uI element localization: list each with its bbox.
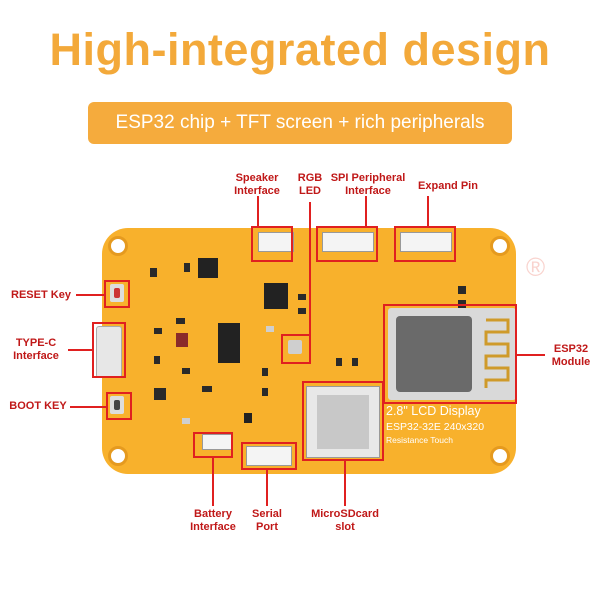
lcd-touch-text: Resistance Touch (386, 435, 453, 445)
transistor (244, 413, 252, 423)
rgb-highlight (281, 334, 311, 364)
capacitor (176, 333, 188, 347)
spi-highlight (316, 226, 378, 262)
resistor (182, 368, 190, 374)
resistor (336, 358, 342, 366)
resistor (262, 388, 268, 396)
resistor (154, 388, 166, 400)
expand-connector (400, 232, 452, 252)
mount-hole (108, 446, 128, 466)
boot-button[interactable] (110, 396, 124, 414)
resistor (298, 294, 306, 300)
mount-hole (490, 236, 510, 256)
ic-chip (264, 283, 288, 309)
rgb-label: RGB LED (297, 172, 323, 197)
rgb-led (288, 340, 302, 354)
boot-label: BOOT KEY (9, 400, 67, 412)
microsd-slot (306, 386, 380, 458)
expand-highlight (394, 226, 456, 262)
pad (182, 418, 190, 424)
esp32-label: ESP32 Module (551, 343, 591, 368)
rgb-pointer (309, 202, 311, 334)
serial-highlight (241, 442, 297, 470)
subtitle-banner: ESP32 chip + TFT screen + rich periphera… (88, 102, 512, 144)
lcd-model-text: ESP32-32E 240x320 (386, 421, 485, 433)
typec-highlight (92, 322, 126, 378)
resistor (298, 308, 306, 314)
lcd-title-text: 2.8" LCD Display (386, 404, 481, 418)
esp32-module (388, 308, 516, 400)
resistor (352, 358, 358, 366)
battery-highlight (193, 432, 233, 458)
subtitle-text: ESP32 chip + TFT screen + rich periphera… (115, 112, 485, 133)
battery-pointer (212, 458, 214, 506)
serial-pointer (266, 470, 268, 506)
resistor (176, 318, 185, 324)
serial-connector (246, 446, 292, 466)
microsd-highlight (302, 381, 384, 461)
esp32-pointer (517, 354, 545, 356)
expand-pointer (427, 196, 429, 226)
reset-label: RESET Key (11, 289, 71, 301)
spi-label: SPI Peripheral Interface (330, 172, 406, 197)
resistor (458, 286, 466, 294)
resistor (262, 368, 268, 376)
resistor (154, 356, 160, 364)
boot-highlight (106, 392, 132, 420)
ic-chip (198, 258, 218, 278)
resistor (154, 328, 162, 334)
mount-hole (490, 446, 510, 466)
reset-pointer (76, 294, 104, 296)
typec-pointer (68, 349, 92, 351)
serial-label: Serial Port (252, 508, 282, 533)
resistor (150, 268, 157, 277)
speaker-pointer (257, 196, 259, 226)
microsd-pointer (344, 461, 346, 506)
esp32-highlight (383, 304, 517, 404)
battery-label: Battery Interface (190, 508, 236, 533)
typec-label: TYPE-C Interface (13, 337, 59, 362)
speaker-label: Speaker Interface (234, 172, 280, 197)
resistor (202, 386, 212, 392)
expand-label: Expand Pin (418, 180, 478, 192)
antenna-icon (484, 318, 510, 388)
mount-hole (108, 236, 128, 256)
reset-button[interactable] (110, 284, 124, 302)
ic-chip (218, 323, 240, 363)
spi-connector (322, 232, 374, 252)
page-title: High-integrated design (49, 24, 551, 75)
spi-pointer (365, 196, 367, 226)
registered-mark: ® (526, 252, 546, 282)
pad (266, 326, 274, 332)
speaker-highlight (251, 226, 293, 262)
resistor (184, 263, 190, 272)
boot-pointer (70, 406, 106, 408)
microsd-label: MicroSDcard slot (311, 508, 379, 533)
speaker-connector (258, 232, 294, 252)
reset-highlight (104, 280, 130, 308)
